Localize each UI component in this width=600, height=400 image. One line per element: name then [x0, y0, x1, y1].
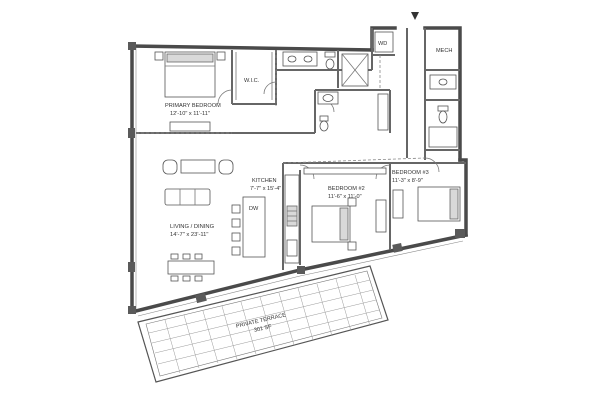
bath2-fixtures — [428, 74, 458, 148]
kitchen-label: KITCHEN — [252, 178, 277, 184]
wd-box — [374, 31, 394, 53]
entry-arrow-icon — [411, 12, 419, 20]
primary-bath-fixtures — [282, 51, 389, 132]
bedroom3-bed — [417, 186, 461, 222]
kitchen-counter — [284, 174, 300, 264]
bedroom3-closet — [392, 189, 404, 219]
terrace — [137, 265, 389, 383]
living-dims: 14'-7" x 23'-11" — [170, 232, 208, 238]
lounge-chairs — [162, 159, 234, 175]
dashed-lines — [136, 50, 426, 164]
kitchen-island — [231, 196, 266, 258]
bedroom2-dims: 11'-6" x 11'-0" — [328, 194, 362, 200]
bedroom3-label: BEDROOM #3 — [392, 170, 429, 176]
bedroom2-bed — [311, 197, 357, 251]
wd-label: WD — [378, 41, 387, 47]
bedroom2-closet — [303, 167, 387, 233]
kitchen-dims: 7'-7" x 15'-4" — [250, 186, 281, 192]
structural-columns — [128, 42, 465, 314]
primary-bedroom-label: PRIMARY BEDROOM — [165, 103, 221, 109]
bedroom2-label: BEDROOM #2 — [328, 186, 365, 192]
living-label: LIVING / DINING — [170, 224, 215, 230]
interior-walls — [136, 28, 466, 270]
wic-label: W.I.C. — [244, 78, 260, 84]
sofa — [164, 188, 211, 206]
terrace-paving-grid — [148, 274, 380, 374]
exterior-walls — [129, 26, 469, 317]
primary-bedroom-dims: 12'-10" x 11'-11" — [170, 111, 210, 117]
bedroom3-dims: 11'-3" x 8'-9" — [392, 178, 423, 184]
primary-bed — [154, 51, 226, 98]
terrace-area: 301 SF — [253, 324, 272, 334]
dining-table — [167, 253, 215, 282]
primary-dresser — [169, 121, 211, 132]
mech-label: MECH — [436, 48, 452, 54]
primary-wic-shelves — [235, 52, 273, 100]
dw-label: DW — [249, 206, 259, 212]
